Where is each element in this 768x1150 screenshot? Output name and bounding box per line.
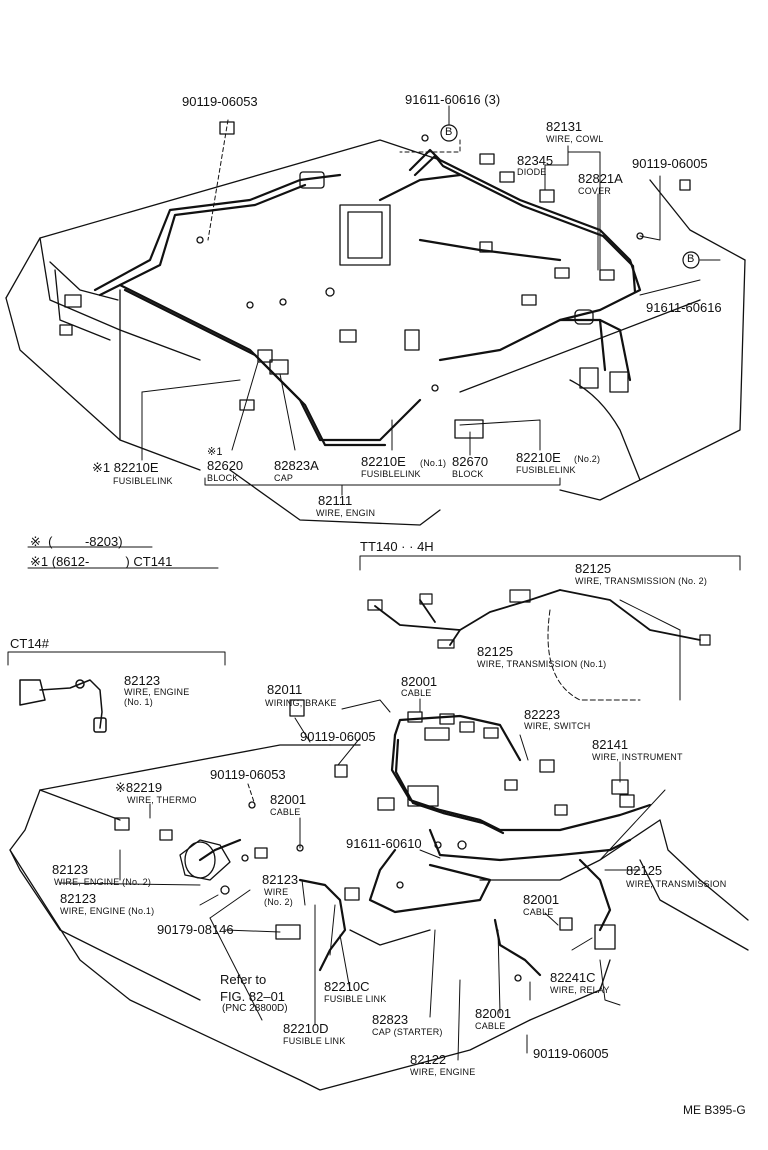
part-90119-06053-top: 90119-06053 [182,94,258,109]
refer-to: Refer to [220,972,267,987]
part-82210C-name: FUSIBLE LINK [324,994,387,1004]
bottom-body-outline [9,744,749,1091]
tt140-harness [367,589,711,701]
part-82241C: 82241C [550,970,596,985]
part-82122-name: WIRE, ENGINE [410,1067,476,1077]
part-82345-name: DIODE [517,167,547,177]
part-82141: 82141 [592,737,629,752]
part-82001-right-name: CABLE [523,907,554,917]
top-connectors [59,121,691,439]
refer-fig: FIG. 82–01 [220,989,286,1004]
part-82123-center-sub: (No. 2) [264,897,293,907]
top-harness [93,148,642,447]
part-91611-60616-3: 91611-60616 (3) [405,92,501,107]
part-82620: 82620 [207,458,244,473]
part-82122: 82122 [410,1052,447,1067]
part-82241C-name: WIRE, RELAY [550,985,610,995]
note-line-2: ※1 (8612- ) CT141 [30,554,173,569]
part-82001-top-name: CABLE [401,688,432,698]
part-82223: 82223 [524,707,561,722]
part-82123-no1-top: 82123 [124,673,161,688]
refer-pnc: (PNC 28800D) [222,1003,288,1014]
part-82125-no2: 82125 [575,561,612,576]
part-82125-no2-name: WIRE, TRANSMISSION (No. 2) [575,576,708,586]
part-82001-bottom-name: CABLE [475,1021,506,1031]
part-82123-center-name: WIRE [264,887,289,897]
part-82223-name: WIRE, SWITCH [524,721,591,731]
part-82210E-no1: 82210E [361,454,406,469]
part-90119-06005-top: 90119-06005 [632,156,708,171]
part-82210E-no2-suffix: (No.2) [574,454,601,464]
part-82210E-no1-name: FUSIBLELINK [361,469,421,479]
part-82823: 82823 [372,1012,409,1027]
part-82141-name: WIRE, INSTRUMENT [592,752,683,762]
part-82210E-no1-suffix: (No.1) [420,458,447,468]
part-90119-06005-mid: 90119-06005 [300,729,376,744]
part-82345: 82345 [517,153,554,168]
part-91611-60610: 91611-60610 [346,836,422,851]
part-82125-trans: 82125 [626,863,663,878]
ct14-part [19,679,107,733]
part-91611-60616: 91611-60616 [646,300,722,315]
part-82123-no1-left: 82123 [60,891,97,906]
part-82123-no1-top-name: WIRE, ENGINE [124,687,190,697]
part-82001-top: 82001 [401,674,438,689]
part-82123-no2-left-name: WIRE, ENGINE (No. 2) [54,877,152,887]
part-82131: 82131 [546,119,583,134]
circle-b-top [440,124,458,142]
part-90119-06005-bottom: 90119-06005 [533,1046,609,1061]
part-82131-name: WIRE, COWL [546,134,604,144]
bottom-components [114,699,635,982]
circle-b-right [682,251,700,269]
circle-b-markers [440,124,700,269]
part-82210D: 82210D [283,1021,329,1036]
part-82123-no1-top-sub: (No. 1) [124,697,153,707]
part-82210E-left-name: FUSIBLELINK [113,476,173,486]
bottom-leaders [59,698,666,1061]
part-82210C: 82210C [324,979,370,994]
part-82821A-name: COVER [578,186,612,196]
note-line-1: ※ ( -8203) [30,534,123,549]
part-82001-mid: 82001 [270,792,307,807]
part-82219: ※82219 [115,780,163,795]
part-82111-name: WIRE, ENGIN [316,508,376,518]
part-82210E-no2-name: FUSIBLELINK [516,465,576,475]
tt140-heading: TT140 · · 4H [360,539,434,554]
part-82111: 82111 [318,493,353,508]
part-82620-mark: ※1 [207,446,223,458]
part-82001-bottom: 82001 [475,1006,512,1021]
part-82823A-name: CAP [274,473,294,483]
part-82823-name: CAP (STARTER) [372,1027,443,1037]
section-brackets [7,546,741,666]
part-90179-08146: 90179-08146 [157,922,234,937]
part-82001-mid-name: CABLE [270,807,301,817]
top-leaders [141,105,721,496]
part-82210E-left: ※1 82210E [92,460,159,475]
circle-b-right-letter: B [687,253,695,265]
bottom-harness [198,714,652,977]
part-82125-no1: 82125 [477,644,514,659]
part-82670: 82670 [452,454,489,469]
part-82823A: 82823A [274,458,319,473]
part-82011-name: WIRING, BRAKE [265,698,337,708]
top-body-outline [5,139,746,526]
ct14-heading: CT14# [10,636,50,651]
part-82620-name: BLOCK [207,473,239,483]
part-90119-06053-mid: 90119-06053 [210,767,286,782]
part-82670-name: BLOCK [452,469,484,479]
part-82011: 82011 [267,682,303,697]
part-82125-no1-name: WIRE, TRANSMISSION (No.1) [477,659,607,669]
part-82123-no1-left-name: WIRE, ENGINE (No.1) [60,906,155,916]
part-82001-right: 82001 [523,892,560,907]
part-82821A: 82821A [578,171,623,186]
part-82123-center: 82123 [262,872,299,887]
circle-b-top-letter: B [445,126,453,138]
part-82210D-name: FUSIBLE LINK [283,1036,346,1046]
part-82219-name: WIRE, THERMO [127,795,197,805]
figure-code: ME B395-G [683,1103,746,1117]
part-82123-no2-left: 82123 [52,862,89,877]
part-82210E-no2: 82210E [516,450,561,465]
part-82125-trans-name: WIRE, TRANSMISSION [626,879,727,889]
